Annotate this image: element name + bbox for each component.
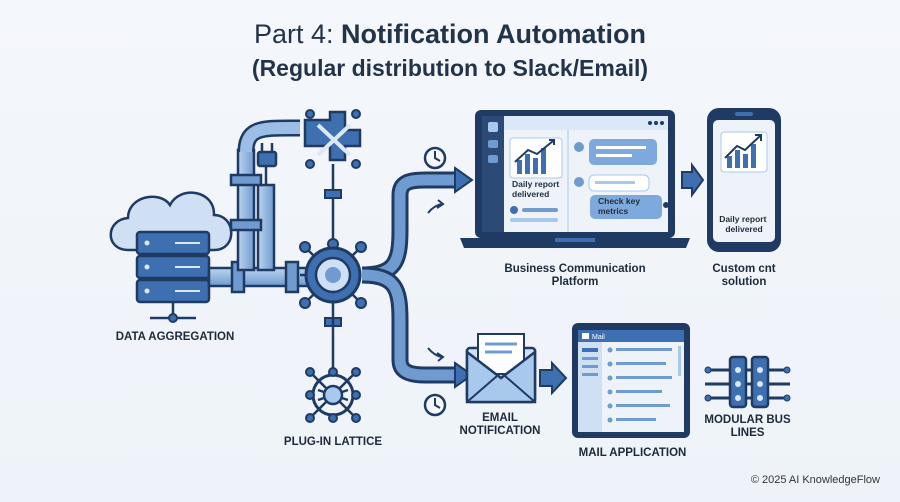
laptop-bubble-text: Check key metrics bbox=[598, 196, 642, 216]
arrow-icon bbox=[681, 161, 705, 199]
cloud-server-icon bbox=[109, 191, 233, 323]
flow-pipes bbox=[361, 166, 474, 389]
phone-line2: delivered bbox=[725, 224, 762, 234]
laptop-icon bbox=[460, 110, 690, 248]
laptop-caption-line1: Daily report bbox=[512, 179, 559, 189]
title-prefix: Part 4: bbox=[253, 19, 342, 49]
phone-icon bbox=[707, 108, 781, 252]
phone-line1: Daily report bbox=[719, 214, 766, 224]
email-envelope-icon bbox=[465, 333, 537, 404]
copyright-text: © 2025 AI KnowledgeFlow bbox=[750, 474, 880, 486]
label-mail-application: MAIL APPLICATION bbox=[578, 447, 687, 459]
lattice-icon bbox=[305, 367, 361, 423]
laptop-caption-line2: delivered bbox=[512, 189, 549, 199]
bubble-line2: metrics bbox=[598, 206, 629, 216]
puzzle-connector-icon bbox=[303, 109, 362, 169]
page-title: Part 4: Notification Automation bbox=[0, 19, 900, 50]
arrow-icon bbox=[539, 360, 568, 396]
page-subtitle: (Regular distribution to Slack/Email) bbox=[251, 55, 649, 81]
label-email-notification: EMAIL NOTIFICATION bbox=[459, 412, 541, 437]
label-modular-bus: MODULAR BUS LINES bbox=[704, 414, 791, 439]
laptop-card-caption: Daily report delivered bbox=[512, 179, 562, 199]
label-plugin-lattice: PLUG-IN LATTICE bbox=[283, 436, 383, 448]
phone-card-text: Daily report delivered bbox=[719, 214, 769, 234]
label-custom-solution: Custom cnt solution bbox=[712, 263, 776, 288]
clock-icon bbox=[423, 146, 447, 170]
pipe-network bbox=[207, 119, 316, 294]
bubble-line1: Check key bbox=[598, 196, 640, 206]
bus-lines-icon bbox=[704, 355, 791, 409]
label-business-platform: Business Communication Platform bbox=[504, 263, 646, 288]
mail-app-title: Mail bbox=[592, 334, 605, 341]
mail-tablet-icon bbox=[572, 323, 690, 438]
title-main: Notification Automation bbox=[341, 19, 646, 49]
label-data-aggregation: DATA AGGREGATION bbox=[115, 331, 235, 343]
clock-icon bbox=[423, 393, 447, 417]
hub-icon bbox=[299, 238, 367, 309]
